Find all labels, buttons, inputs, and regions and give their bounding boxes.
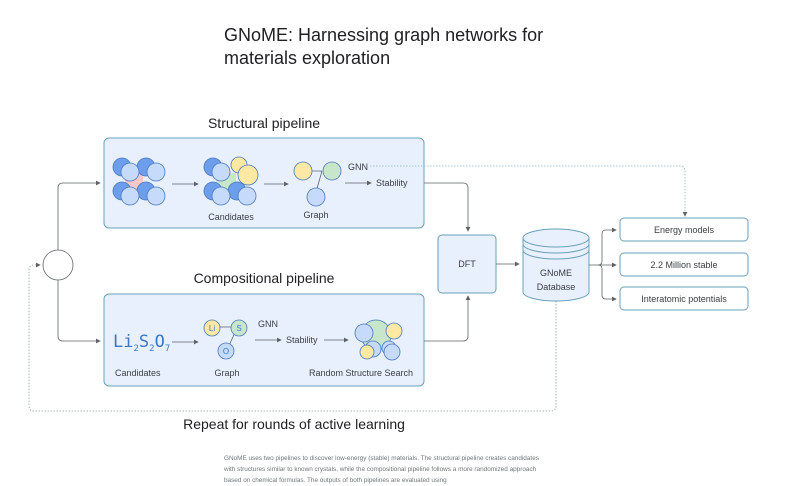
output-energy-models-box [619,217,749,242]
compositional-graph-label: Graph [214,368,239,378]
output-potentials-box [619,286,749,311]
crystal-structure-icon [112,157,166,206]
structural-stability-label: Stability [376,178,408,188]
database-label-line1: GNoME [540,268,572,278]
compositional-stability-label: Stability [286,335,318,345]
node-o: O [223,347,229,356]
structural-gnn-label: GNN [348,162,368,172]
node-li: Li [209,324,215,333]
database-icon [522,228,590,302]
db-to-energy-arrow [589,227,617,266]
node-s: S [236,324,241,333]
structural-to-dft-arrow [424,182,471,232]
output-potentials: Interatomic potentials [641,294,727,304]
structural-pipeline-heading: Structural pipeline [208,115,320,131]
dft-label: DFT [458,259,476,269]
gnn-to-energy-dotted-arrow [370,165,688,217]
output-stable: 2.2 Million stable [650,260,717,270]
structural-graph-label: Graph [303,210,328,220]
structural-candidates-label: Candidates [208,212,254,222]
compositional-to-dft-arrow [424,295,471,342]
compositional-gnn-label: GNN [258,319,278,329]
active-learning-label: Repeat for rounds of active learning [183,416,405,432]
page-title: GNoME: Harnessing graph networks for mat… [224,25,544,68]
to-compositional-arrow [57,280,101,344]
graph-icon [293,161,342,207]
chemical-formula: Li2S2O7 [113,332,170,354]
candidate-crystal-icon [203,156,259,206]
random-structure-search-label: Random Structure Search [309,368,413,378]
junction-circle [42,249,74,281]
database-label-line2: Database [537,282,576,292]
compositional-candidates-label: Candidates [115,368,161,378]
compositional-pipeline-heading: Compositional pipeline [194,270,335,286]
composition-graph-icon: Li S O [203,319,248,360]
random-structure-icon [354,319,403,361]
output-stable-box [619,252,749,277]
output-energy-models: Energy models [654,225,715,235]
active-learning-loop-arrow [28,262,557,412]
figure-caption: GNoME uses two pipelines to discover low… [224,455,539,484]
db-to-potentials-arrow [597,264,617,302]
to-structural-arrow [57,180,101,250]
